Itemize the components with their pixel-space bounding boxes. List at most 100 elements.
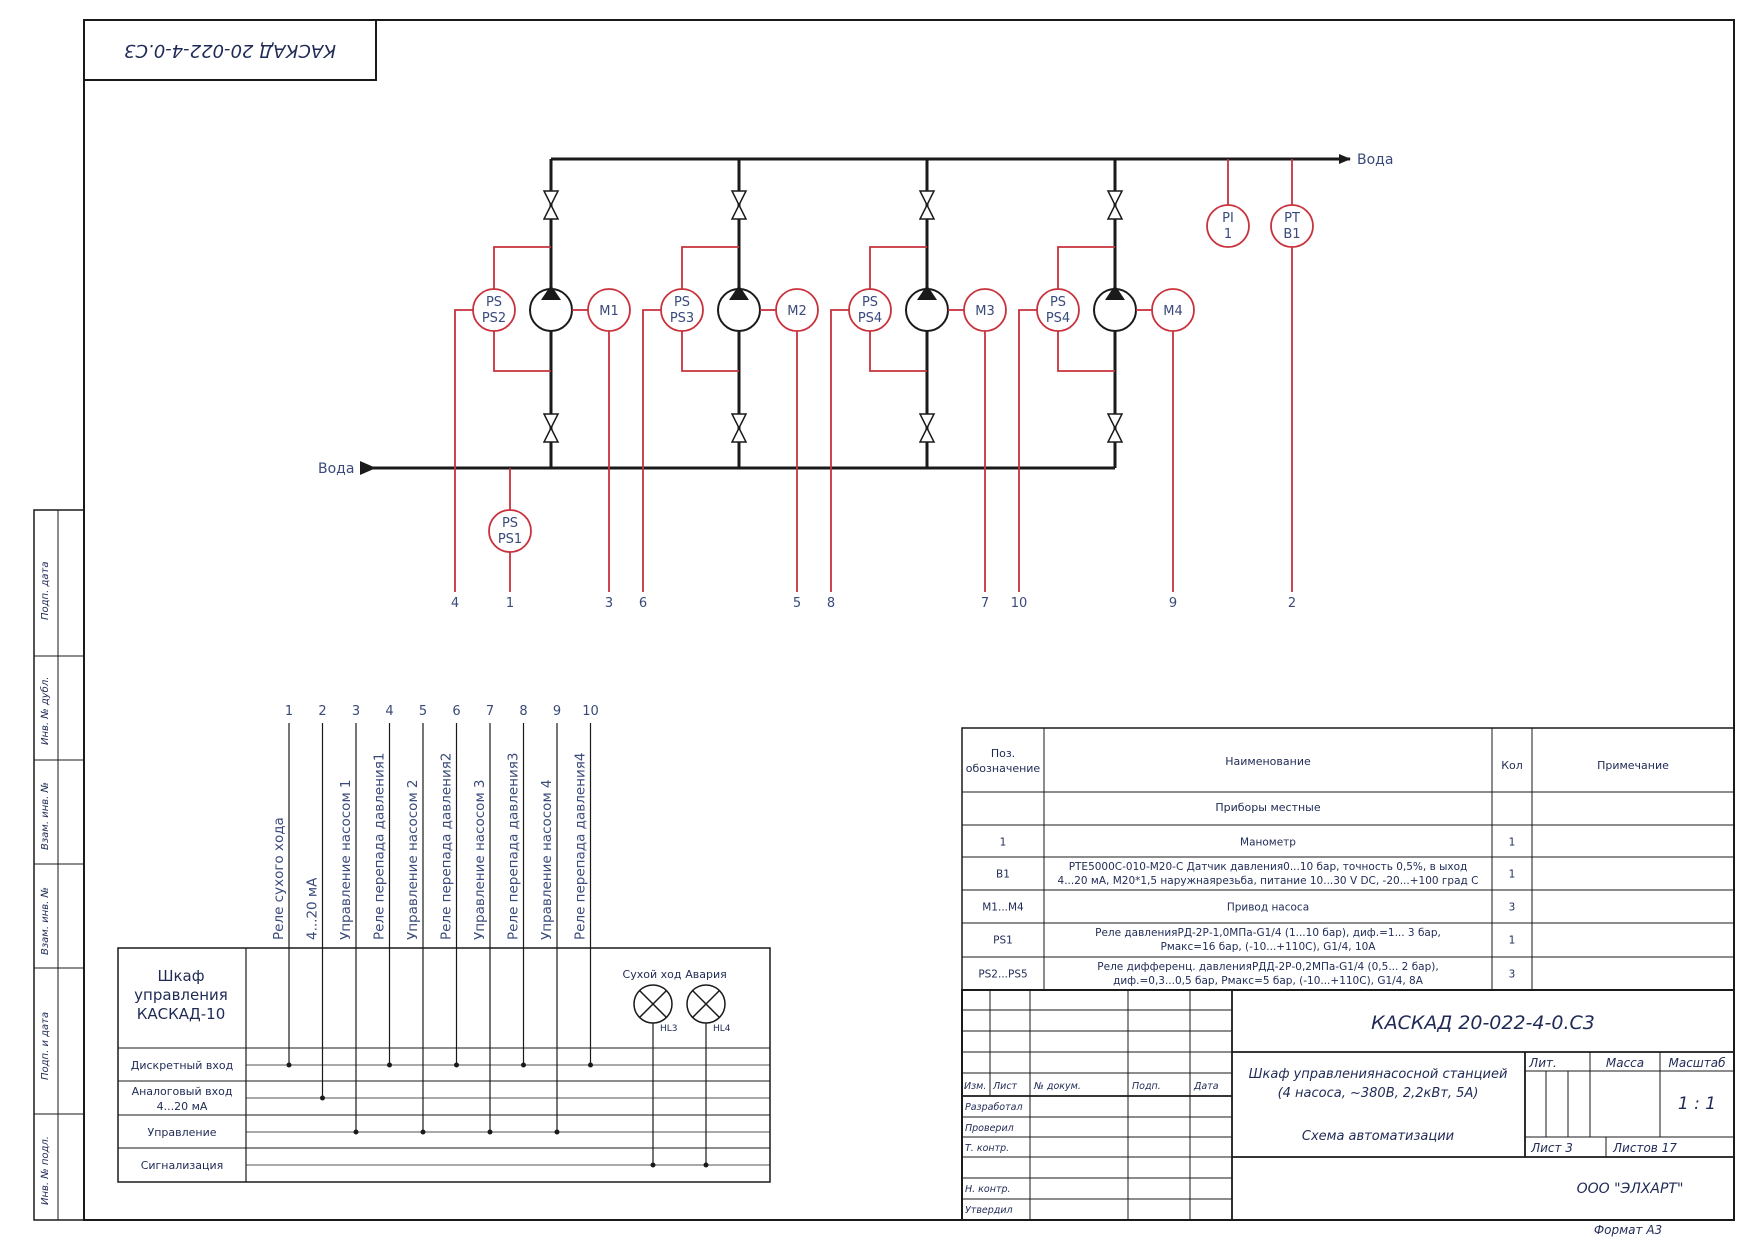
signal-label: Реле перепада давления1: [372, 753, 388, 940]
row-label-control: Управление: [147, 1126, 216, 1139]
cabinet-title-3: КАСКАД-10: [137, 1005, 226, 1023]
terminal-number: 10: [582, 704, 599, 719]
side-label-1: Подп. дата: [40, 562, 51, 620]
spec-qty: 1: [1509, 837, 1516, 849]
pt-sensor: PT B1 2: [1270, 159, 1314, 611]
spec-name-line-2: 4...20 мА, M20*1,5 наружнаярезьба, питан…: [1058, 875, 1479, 887]
terminal-number: 3: [352, 704, 360, 719]
company-name: ООО "ЭЛХАРТ": [1577, 1181, 1684, 1197]
side-label-4: Взам. инв. №: [40, 887, 51, 955]
water-out-label: Вода: [1357, 152, 1393, 168]
pi-label-2: 1: [1224, 227, 1232, 242]
terminal-number: 6: [452, 704, 460, 719]
role-tech-control: Т. контр.: [965, 1143, 1009, 1154]
col-doc: № докум.: [1033, 1081, 1081, 1092]
pt-label-1: PT: [1284, 211, 1300, 226]
row-label-discrete: Дискретный вход: [131, 1059, 234, 1072]
doc-code: КАСКАД 20-022-4-0.С3: [1371, 1012, 1595, 1034]
side-label-6: Инв. № подл.: [40, 1136, 51, 1205]
role-developed: Разработал: [965, 1102, 1023, 1113]
lamp-dry-run-tag: HL3: [660, 1024, 678, 1034]
mass-label: Масса: [1606, 1056, 1644, 1070]
motor-wire-number: 3: [605, 596, 613, 611]
ps1-label-2: PS1: [498, 532, 522, 547]
signal-label: Управление насосом 1: [338, 779, 354, 940]
water-in-label: Вода: [318, 461, 354, 477]
spec-qty: 1: [1509, 869, 1516, 881]
spec-qty: 3: [1509, 969, 1516, 981]
diff-pressure-relay: [1036, 288, 1080, 332]
relay-label-2: PS3: [670, 311, 694, 326]
motor-drive: [587, 288, 631, 332]
terminal-number: 7: [486, 704, 494, 719]
spec-header-note: Примечание: [1597, 759, 1669, 772]
doc-desc-2: (4 насоса, ~380В, 2,2кВт, 5А): [1278, 1086, 1479, 1101]
terminal-wire: 24...20 мА: [305, 704, 327, 1101]
relay-wire-number: 6: [639, 596, 647, 611]
signal-label: Реле перепада давления4: [573, 753, 589, 940]
relay-label-1: PS: [486, 295, 502, 310]
spec-header-pos-2: обозначение: [966, 762, 1041, 775]
signal-label: Реле перепада давления2: [439, 753, 455, 940]
terminal-number: 8: [519, 704, 527, 719]
diff-pressure-relay: [848, 288, 892, 332]
side-label-2: Инв. № дубл.: [39, 677, 51, 745]
doc-desc-1: Шкаф управлениянасосной станцией: [1249, 1067, 1508, 1082]
spec-name-line-1: PTE5000C-010-M20-C Датчик давления0...10…: [1069, 861, 1468, 873]
signal-label: Реле сухого хода: [271, 817, 287, 940]
spec-header-pos-1: Поз.: [991, 747, 1015, 760]
scale-value: 1 : 1: [1678, 1094, 1716, 1114]
motor-drive: [963, 288, 1007, 332]
signal-label: Управление насосом 4: [539, 779, 555, 940]
spec-section: Приборы местные: [1215, 801, 1320, 814]
spec-header-name: Наименование: [1225, 755, 1311, 768]
cabinet: [117, 947, 771, 1183]
relay-wire-number: 10: [1011, 596, 1028, 611]
lamp-dry-run: Сухой ход HL3: [623, 968, 682, 1168]
spec-name-line-1: Реле дифференц. давленияРДД-2Р-0,2МПа-G1…: [1097, 961, 1438, 973]
scale-label: Масштаб: [1668, 1056, 1726, 1070]
cabinet-row-labels: Дискретный вход Аналоговый вход 4...20 м…: [131, 1059, 234, 1172]
cabinet-title: Шкаф управления КАСКАД-10: [134, 967, 228, 1023]
terminal-number: 4: [385, 704, 393, 719]
diff-pressure-relay: [472, 288, 516, 332]
terminal-number: 9: [553, 704, 561, 719]
rotated-stamp: КАСКАД 20-022-4-0.С3: [83, 19, 377, 81]
role-approved: Утвердил: [965, 1205, 1013, 1216]
spec-qty: 3: [1509, 902, 1516, 914]
motor-wire-number: 5: [793, 596, 801, 611]
spec-pos: PS2...PS5: [978, 969, 1027, 981]
title-block-grid: [961, 989, 1735, 1221]
lit-label: Лит.: [1528, 1056, 1557, 1070]
doc-title: Схема автоматизации: [1302, 1129, 1454, 1144]
ps1-relay: PS PS1 1: [488, 468, 532, 611]
signal-label: Управление насосом 3: [472, 779, 488, 940]
pt-label-2: B1: [1283, 227, 1300, 242]
col-list: Лист: [992, 1081, 1018, 1092]
relay-label-2: PS4: [1046, 311, 1070, 326]
pt-wire-number: 2: [1288, 596, 1296, 611]
lamps: Сухой ход HL3 Авария HL4: [623, 968, 731, 1168]
terminal-number: 1: [285, 704, 293, 719]
lamp-alarm: Авария HL4: [685, 968, 731, 1168]
lamp-alarm-tag: HL4: [713, 1024, 731, 1034]
motor-label: М1: [599, 304, 619, 319]
spec-pos: PS1: [993, 935, 1013, 947]
lamp-alarm-label: Авария: [685, 968, 727, 981]
spec-header-qty: Кол: [1501, 759, 1523, 772]
col-izm: Изм.: [964, 1081, 986, 1092]
row-label-signal: Сигнализация: [141, 1159, 224, 1172]
